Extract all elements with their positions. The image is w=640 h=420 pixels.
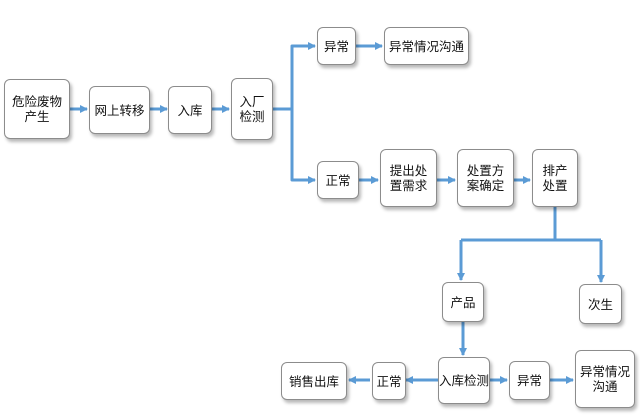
node-warehousing: 入库 [168,86,212,134]
node-warehouse-inspection: 入库检测 [438,357,490,404]
arrow-branch-to-abnormal [290,42,316,109]
node-abnormal-top: 异常 [317,27,356,65]
node-propose-disposal: 提出处 置需求 [380,149,437,207]
node-normal-top: 正常 [317,161,359,199]
node-byproduct: 次生 [579,284,622,324]
node-abnormal-comm-top: 异常情况沟通 [384,27,469,65]
node-normal-bottom: 正常 [372,362,406,400]
node-sales-outbound: 销售出库 [281,362,347,400]
node-abnormal-comm-bottom: 异常情况 沟通 [575,350,635,408]
node-product: 产品 [442,282,484,322]
node-online-transfer: 网上转移 [89,86,150,134]
node-disposal-plan: 处置方 案确定 [457,149,514,207]
node-factory-inspection: 入厂 检测 [231,78,273,140]
node-waste-generation: 危险废物 产生 [4,79,70,139]
node-arrange-disposal: 排产 处置 [532,149,578,207]
node-abnormal-bottom: 异常 [509,361,550,400]
arrow-branch-to-normal [290,109,316,184]
